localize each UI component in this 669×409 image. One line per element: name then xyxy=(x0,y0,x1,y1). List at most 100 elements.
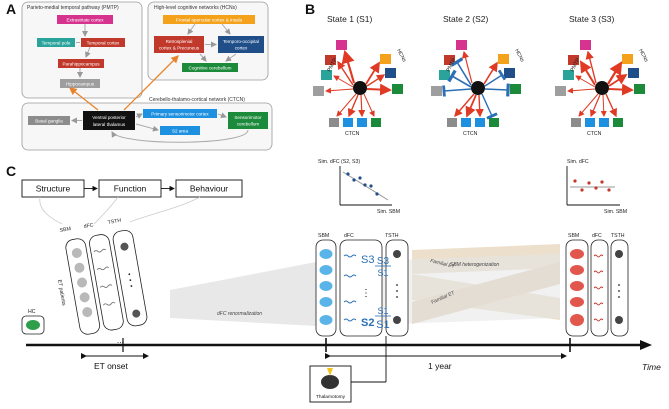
parahippocampus-node xyxy=(58,59,104,68)
pmtp-title: Parieto-medial temporal pathway (PMTP) xyxy=(27,5,119,11)
hc-brain-icon xyxy=(26,320,40,330)
temporal-pole-node xyxy=(37,38,75,47)
scatter-right-xlabel: Sim. SBM xyxy=(604,209,627,215)
right-tsth-label: TSTH xyxy=(611,233,625,239)
state3-ctcn-label: CTCN xyxy=(587,131,602,137)
ctcn-arrow-s2 xyxy=(135,123,159,132)
mid-sbm-brains xyxy=(319,249,333,325)
onset-sbm-label: SBM xyxy=(59,226,71,234)
onset-cards xyxy=(65,230,148,335)
hcn-arrow-4 xyxy=(199,53,207,62)
behaviour-box xyxy=(175,179,243,198)
temporal-cortex-node xyxy=(81,38,125,47)
onset-ellipsis: ... xyxy=(117,336,124,345)
right-dfc-waves xyxy=(593,254,604,322)
s2-area-node xyxy=(160,126,200,135)
panel-label-b: B xyxy=(305,1,315,17)
thalamus-to-hcn-arrow xyxy=(123,55,179,111)
primary-sensorimotor-node xyxy=(143,109,217,118)
ctcn-arrow-s1 xyxy=(135,113,143,119)
mid-dfc-dots: ⋮ xyxy=(361,288,371,299)
thalamotomy-brain-icon xyxy=(321,375,339,389)
scatter-right xyxy=(566,166,620,206)
parahippocampus-label: Parahippocampus xyxy=(62,62,100,67)
function-link xyxy=(93,196,119,225)
hcn-arrow-1 xyxy=(187,23,196,35)
state1-ctcn-label: CTCN xyxy=(345,131,360,137)
sensorimotor-cerebellum-node xyxy=(228,112,268,129)
hc-label: HC xyxy=(28,309,36,315)
basal-ganglia-node xyxy=(28,116,70,125)
mid-tsth-markers xyxy=(393,250,401,324)
right-sbm-label: SBM xyxy=(568,233,579,239)
right-tsth-markers xyxy=(615,250,623,324)
frontal-node xyxy=(163,15,255,24)
mid-s3-ratio-top: S3 xyxy=(377,256,390,267)
mid-sbm-label: SBM xyxy=(318,233,329,239)
structure-label: Structure xyxy=(36,184,71,194)
time-label: Time xyxy=(642,362,661,372)
mid-s1-ratio-bottom-2: S1 xyxy=(376,319,389,331)
state1-network xyxy=(313,40,403,127)
temporal-pole-label: Temporal pole xyxy=(42,41,71,46)
et-patients-label: ET patients xyxy=(56,279,67,306)
scatter-left xyxy=(339,166,392,206)
thalamus-label-1: Ventral posterior xyxy=(92,115,126,120)
dfc-renormalization-label: dFC renormalization xyxy=(217,311,262,317)
state2-network xyxy=(431,40,521,127)
renormalization-band xyxy=(170,262,316,326)
behaviour-link xyxy=(129,196,201,223)
hcn-arrow-2 xyxy=(221,23,231,35)
mid-dfc-label: dFC xyxy=(344,233,354,239)
temporal-cortex-label: Temporal cortex xyxy=(87,41,120,46)
onset-dfc-label: dFC xyxy=(83,222,94,230)
sbm-heterogenization-label: SBM heterogenization xyxy=(450,262,499,268)
panel-label-c: C xyxy=(6,163,16,179)
temporo-occipital-node xyxy=(218,36,264,53)
behaviour-label: Behaviour xyxy=(190,184,228,194)
retrosplenial-label-2: cortex & Precuneus xyxy=(159,46,200,51)
panel-label-a: A xyxy=(6,1,16,17)
sensorimotor-cerebellum-label-1: Sensorimotor xyxy=(234,115,262,120)
hippocampus-node xyxy=(60,79,100,88)
thalamotomy-label: Thalamotomy xyxy=(316,394,346,400)
mid-dfc-card xyxy=(339,239,383,337)
state3-title: State 3 (S3) xyxy=(569,14,615,24)
pmtp-arrow-3 xyxy=(85,46,91,58)
scatter-right-ylabel: Sim. dFC xyxy=(567,159,589,165)
temporo-occipital-label-2: cortex xyxy=(235,46,248,51)
thalamotomy-lesion-icon xyxy=(327,368,333,376)
extrastriate-node xyxy=(57,15,113,24)
ctcn-title: Cerebello-thalamo-cortical network (CTCN… xyxy=(149,97,245,103)
hippocampus-label: Hippocampus xyxy=(66,82,95,87)
primary-sensorimotor-label: Primary sensorimotor cortex xyxy=(151,112,209,117)
timeline-arrowhead xyxy=(640,340,652,350)
et-onset-label: ET onset xyxy=(94,361,129,371)
cognitive-cerebellum-label: Cognitive cerebellum xyxy=(189,66,232,71)
scatter-left-ylabel: Sim. dFC (S2, S3) xyxy=(318,159,360,165)
mid-s1-ratio-top: S1 xyxy=(377,306,388,316)
hcn-arrow-5 xyxy=(225,53,237,62)
state3-network xyxy=(555,40,645,127)
frontal-label: Frontal opercular cortex & insula xyxy=(176,18,243,23)
state3-hcn-label: HCNs xyxy=(637,48,649,63)
ctcn-arrow-cb xyxy=(217,112,227,119)
scatter-left-xlabel: Sim. SBM xyxy=(377,209,400,215)
ctcn-feedback-arrow xyxy=(111,129,249,143)
retrosplenial-label-1: Retrosplenial xyxy=(166,39,193,44)
structure-link xyxy=(39,196,63,225)
cognitive-cerebellum-node xyxy=(182,63,238,72)
hcn-title: High-level cognitive networks (HCNs) xyxy=(154,5,237,11)
right-sbm-brains xyxy=(570,249,584,326)
extrastriate-label: Extrastriate cortex xyxy=(66,18,104,23)
thalamus-to-pmtp-arrow xyxy=(68,87,99,111)
state2-hcn-label: HCNs xyxy=(513,48,525,63)
onset-tsth-label: TSTH xyxy=(107,218,122,226)
mid-s1-ratio-bottom-1: S1 xyxy=(377,268,388,278)
right-tsth-card xyxy=(610,239,629,337)
mid-tsth-card xyxy=(385,239,409,337)
s2-area-label: S2 area xyxy=(172,129,189,134)
function-label: Function xyxy=(114,184,147,194)
state1-title: State 1 (S1) xyxy=(327,14,373,24)
